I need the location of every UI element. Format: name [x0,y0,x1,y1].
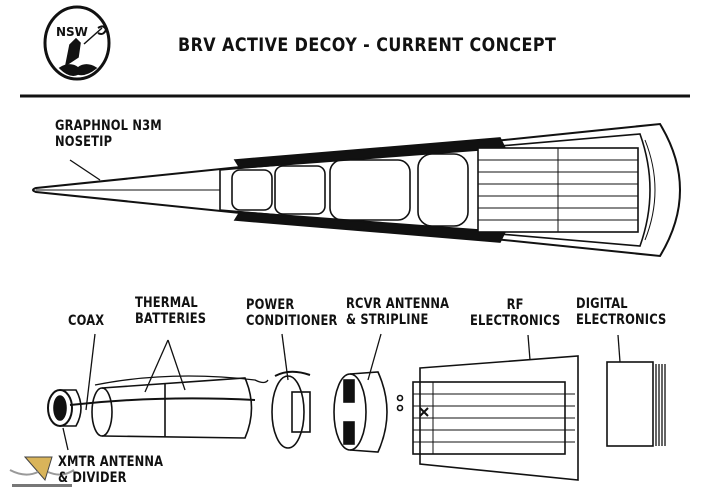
label-line: RCVR ANTENNA [346,296,450,312]
label-line: XMTR ANTENNA [58,454,164,470]
page-title: BRV ACTIVE DECOY - CURRENT CONCEPT [178,34,557,56]
label-line: & STRIPLINE [346,312,429,328]
label-line: ELECTRONICS [576,312,667,328]
label-line: CONDITIONER [246,313,338,329]
label-line: BATTERIES [135,311,207,327]
label-power-conditioner: POWER CONDITIONER [246,297,338,329]
label-rf-electronics: RF ELECTRONICS [470,297,560,329]
label-line: RF [506,297,524,313]
label-coax: COAX [68,313,105,329]
label-line: DIGITAL [576,296,628,312]
rcvr-antenna-part [333,371,404,453]
nswc-logo: NSW [43,5,111,81]
label-thermal-batteries: THERMAL BATTERIES [135,295,206,327]
nosetip-leader [69,159,101,181]
watermark-logo [9,456,75,487]
label-line: POWER [246,297,295,313]
label-line: & DIVIDER [58,470,127,486]
xmtr-antenna-part [47,389,82,427]
label-line: ELECTRONICS [470,313,561,329]
digital-electronics-part [606,361,666,447]
svg-text:NSW: NSW [56,25,88,39]
label-xmtr-antenna: XMTR ANTENNA & DIVIDER [58,454,163,486]
rf-electronics-part [412,355,579,481]
leader-lines [62,333,621,451]
assembled-cone [32,122,681,258]
label-line: NOSETIP [55,134,113,150]
label-rcvr-antenna: RCVR ANTENNA & STRIPLINE [346,296,449,328]
label-line: THERMAL [135,295,198,311]
label-digital-electronics: DIGITAL ELECTRONICS [576,296,666,328]
thermal-batteries-part [69,375,269,439]
label-nosetip: GRAPHNOL N3M NOSETIP [55,118,162,150]
power-conditioner-part [271,370,311,449]
label-line: GRAPHNOL N3M [55,118,162,134]
